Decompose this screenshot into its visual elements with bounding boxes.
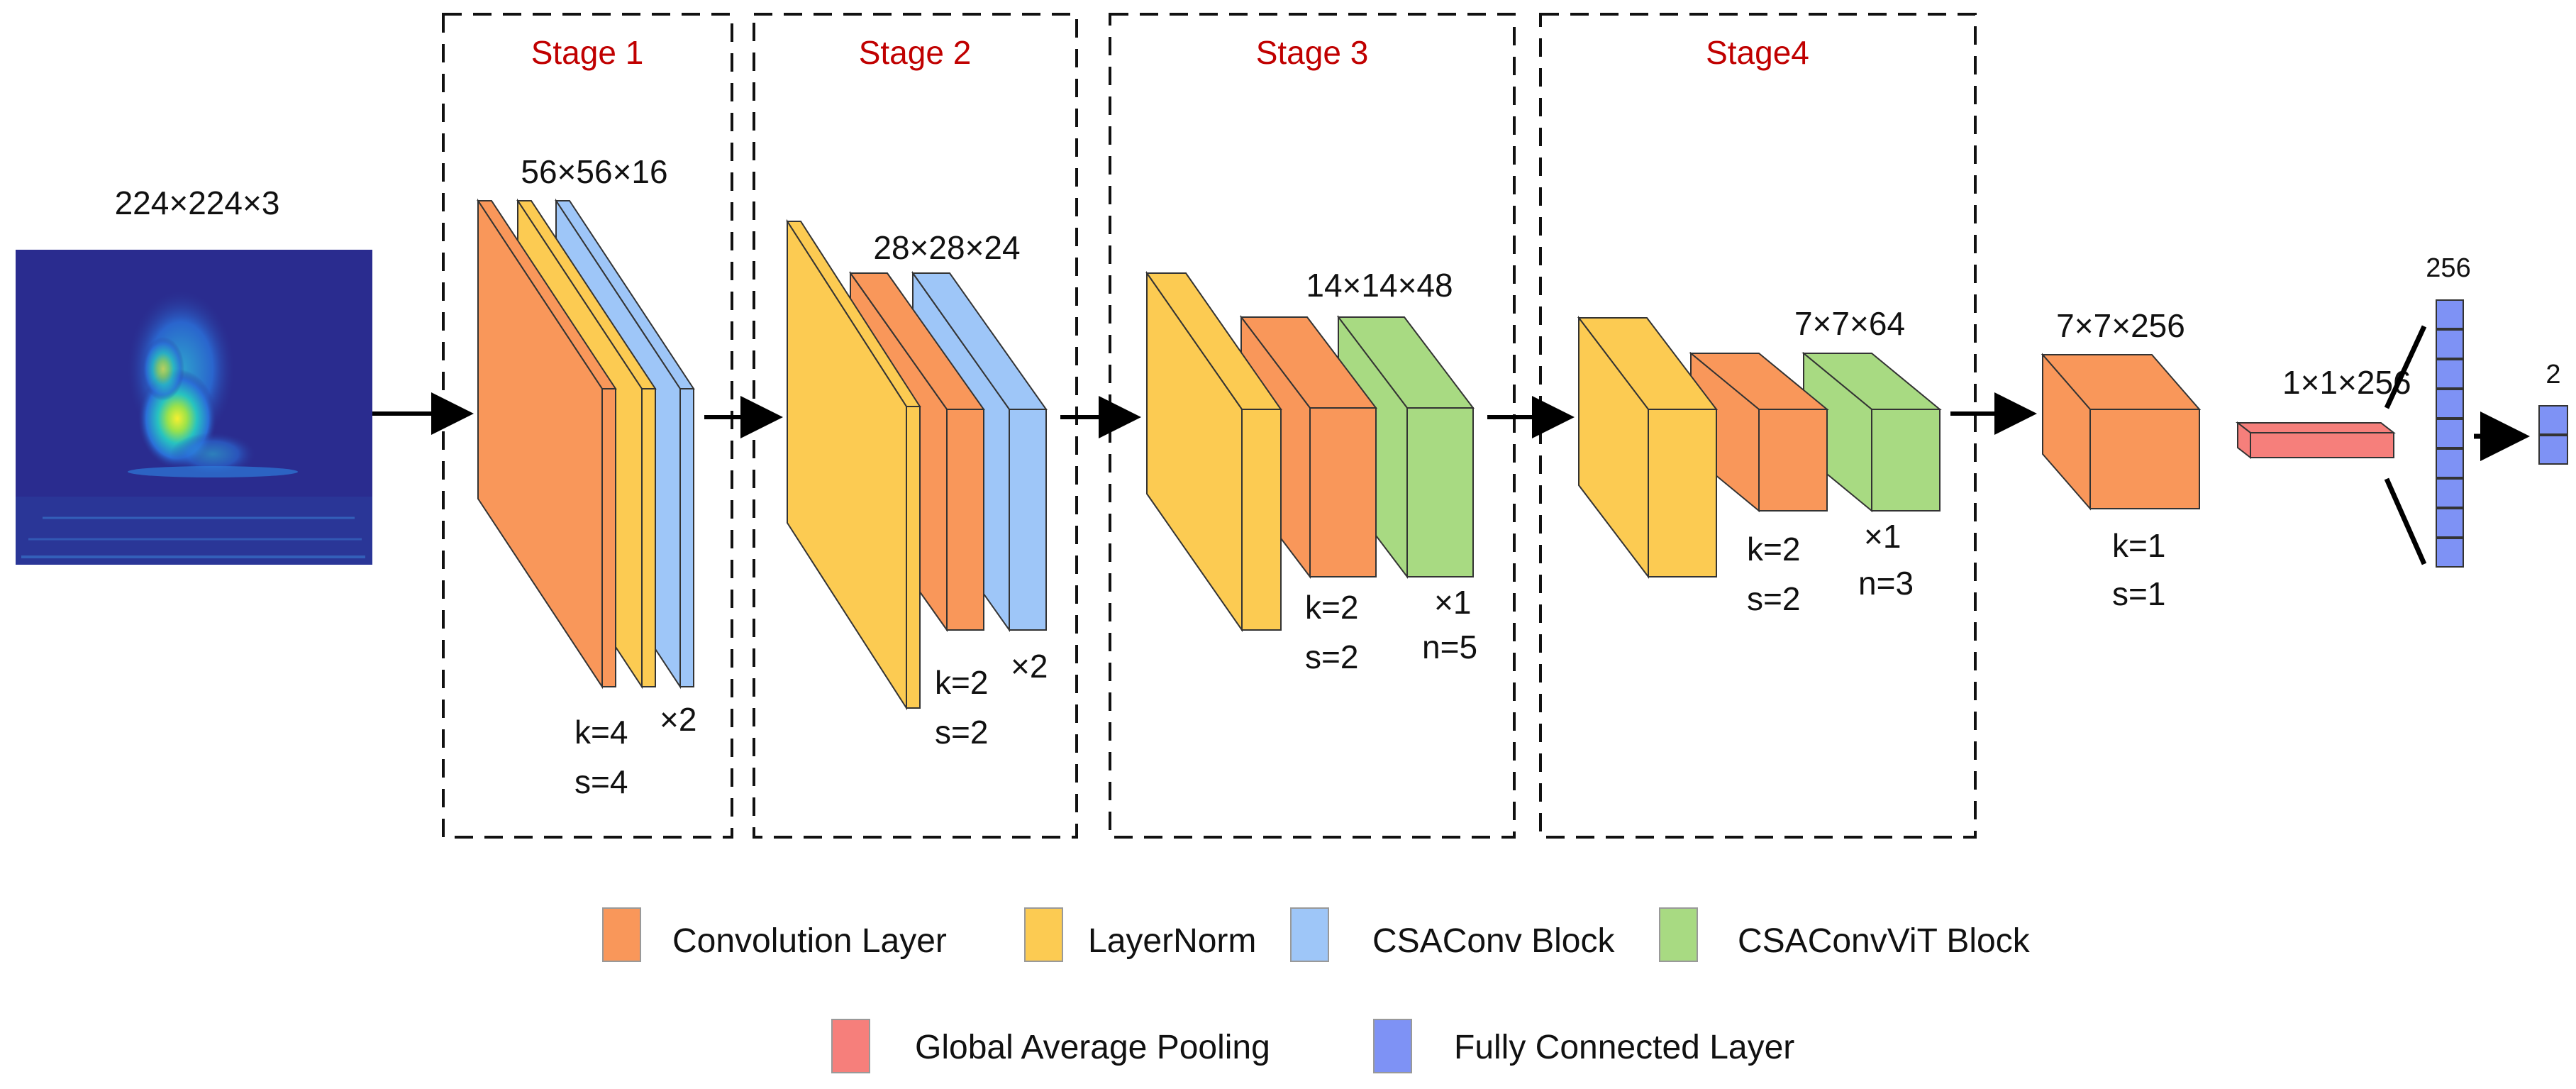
legend-swatch-csaconv bbox=[1290, 907, 1329, 962]
final-conv-kernel-label: k=1 bbox=[2112, 527, 2165, 564]
stage-3-title: Stage 3 bbox=[1256, 34, 1369, 71]
stage-2-layernorm-block bbox=[786, 219, 921, 711]
stage-1-box bbox=[442, 13, 733, 839]
legend: Convolution Layer LayerNorm CSAConv Bloc… bbox=[602, 907, 2031, 1073]
legend-swatch-layernorm bbox=[1024, 907, 1063, 962]
legend-label-gap: Global Average Pooling bbox=[915, 1029, 1270, 1066]
stage-1-conv-layer bbox=[477, 198, 617, 690]
legend-label-csaconvvit: CSAConvViT Block bbox=[1738, 922, 2031, 960]
stage-1-stride-label: s=4 bbox=[574, 763, 628, 800]
fc-hidden-layer bbox=[2436, 299, 2464, 568]
stage-4-kernel-label: k=2 bbox=[1747, 531, 1800, 568]
stage-4-conv-layer bbox=[1689, 351, 1829, 513]
stage-4-dims-label: 7×7×64 bbox=[1794, 305, 1905, 342]
legend-item-layernorm: LayerNorm bbox=[1024, 907, 1256, 962]
stage-3-repeat-label: ×1 bbox=[1434, 584, 1471, 621]
stage-2-blocks bbox=[786, 219, 1048, 711]
final-conv-stride-label: s=1 bbox=[2112, 575, 2165, 612]
stage-2-dims-label: 28×28×24 bbox=[873, 229, 1020, 266]
stage-4-repeat-label: ×1 bbox=[1864, 518, 1901, 555]
final-conv-layer bbox=[2041, 353, 2202, 511]
stage-4-n-label: n=3 bbox=[1858, 565, 1914, 602]
input-dims-label: 224×224×3 bbox=[115, 184, 280, 221]
legend-swatch-gap bbox=[831, 1019, 870, 1073]
stage-3-blocks bbox=[1145, 270, 1475, 633]
legend-label-fc: Fully Connected Layer bbox=[1454, 1029, 1794, 1066]
legend-item-convolution-layer: Convolution Layer bbox=[602, 907, 947, 962]
stage-4-layernorm-block bbox=[1577, 316, 1719, 579]
legend-item-fully-connected-layer: Fully Connected Layer bbox=[1373, 1019, 1794, 1073]
fc-hidden-size-label: 256 bbox=[2426, 253, 2470, 283]
stage-1-repeat-label: ×2 bbox=[660, 701, 696, 738]
legend-swatch-fc bbox=[1373, 1019, 1412, 1073]
stage-1-dims-label: 56×56×16 bbox=[521, 153, 667, 190]
fc-output-layer bbox=[2538, 405, 2568, 465]
legend-label-conv: Convolution Layer bbox=[672, 922, 947, 960]
legend-item-global-average-pooling: Global Average Pooling bbox=[831, 1019, 1270, 1073]
stage-3-dims-label: 14×14×48 bbox=[1306, 267, 1453, 304]
stage-4-csaconvvit-block bbox=[1801, 351, 1942, 513]
stage-1-title: Stage 1 bbox=[531, 34, 644, 71]
legend-label-csaconv: CSAConv Block bbox=[1372, 922, 1615, 960]
stage-4-stride-label: s=2 bbox=[1747, 580, 1800, 617]
stage-4-blocks bbox=[1577, 316, 1942, 579]
global-average-pooling-layer bbox=[2236, 421, 2396, 460]
stage-1-kernel-label: k=4 bbox=[574, 714, 628, 751]
stage-3-kernel-label: k=2 bbox=[1305, 589, 1358, 626]
stage-4-title: Stage4 bbox=[1706, 34, 1809, 71]
input-spectrogram-image bbox=[16, 250, 372, 565]
legend-label-layernorm: LayerNorm bbox=[1088, 922, 1256, 960]
legend-item-csaconv-block: CSAConv Block bbox=[1290, 907, 1615, 962]
stage-2-stride-label: s=2 bbox=[935, 714, 988, 751]
fc-fan-line-bottom bbox=[2384, 477, 2427, 565]
stage-2-title: Stage 2 bbox=[859, 34, 972, 71]
stage-2-kernel-label: k=2 bbox=[935, 664, 988, 701]
stage-1-blocks bbox=[477, 198, 695, 690]
stage-3-stride-label: s=2 bbox=[1305, 639, 1358, 675]
legend-swatch-csaconvvit bbox=[1659, 907, 1698, 962]
stage-3-n-label: n=5 bbox=[1422, 629, 1477, 665]
fc-output-size-label: 2 bbox=[2546, 360, 2560, 389]
final-conv-dims-label: 7×7×256 bbox=[2056, 307, 2185, 344]
legend-item-csaconvvit-block: CSAConvViT Block bbox=[1659, 907, 2031, 962]
fc-fan-line-top bbox=[2384, 325, 2427, 409]
pool-dims-label: 1×1×256 bbox=[2282, 364, 2411, 401]
legend-swatch-conv bbox=[602, 907, 641, 962]
stage-3-layernorm-block bbox=[1145, 270, 1282, 633]
stage-2-repeat-label: ×2 bbox=[1011, 648, 1048, 685]
